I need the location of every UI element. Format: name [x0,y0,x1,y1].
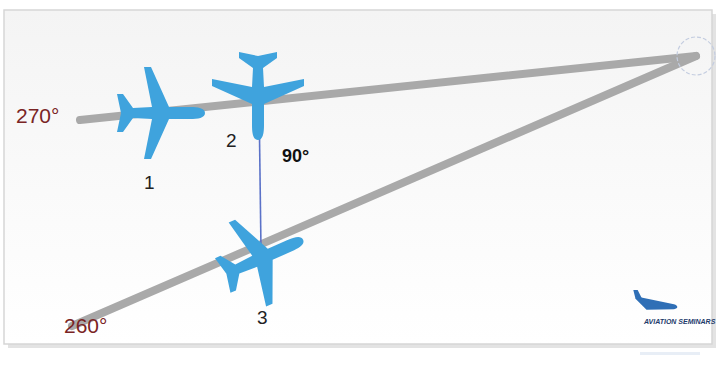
panel [4,10,712,344]
logo-icon [633,290,677,310]
radial-label: 260° [64,314,107,338]
callout-number: 3 [257,307,268,329]
angle-label: 90° [282,146,309,167]
vor-station [677,37,715,75]
callout-number: 2 [226,130,237,152]
radial-label: 270° [16,104,59,128]
callout-number: 1 [144,172,155,194]
airplane-1 [117,67,205,159]
logo-reflection [640,352,700,355]
airplane-2 [212,52,304,140]
airplane-3 [204,198,322,318]
radial-260 [72,56,696,326]
logo-text: AVIATION SEMINARS [644,318,715,325]
